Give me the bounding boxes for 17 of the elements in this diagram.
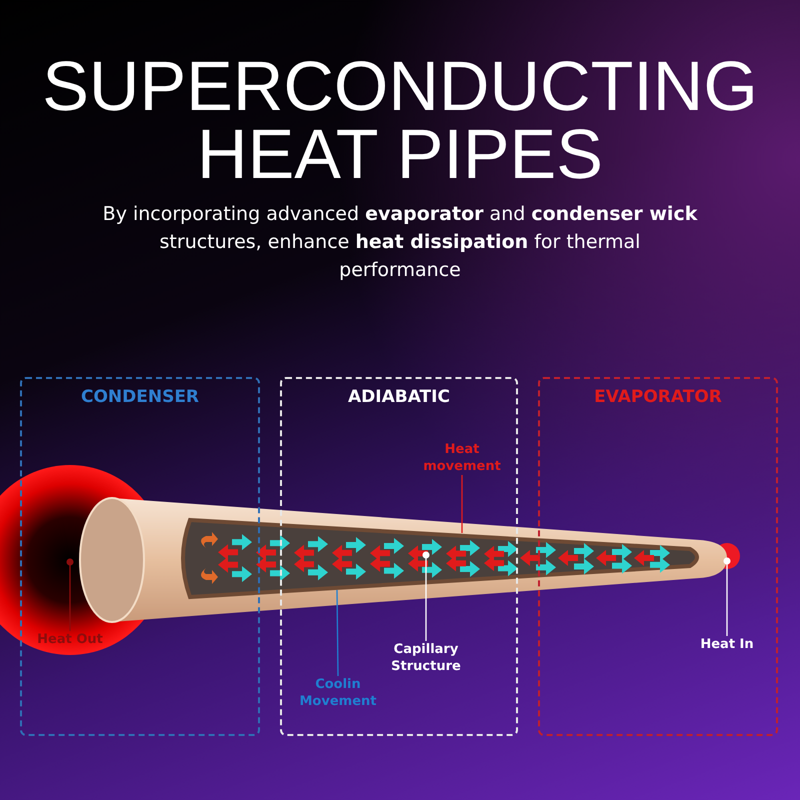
callout-label: Capillary Structure [378, 641, 474, 675]
subtitle: By incorporating advanced evaporator and condenser wick structures, enhance heat dissipation for thermal performance [102, 202, 698, 283]
leader-line [461, 475, 463, 533]
callout-label: Heat In [692, 636, 762, 653]
title: SUPERCONDUCTING HEAT PIPES [41, 52, 759, 188]
leader-line [724, 558, 730, 636]
callout-label: Coolin Movement [292, 676, 384, 710]
zone-heading: EVAPORATOR [594, 387, 722, 407]
zone-box [20, 377, 260, 736]
zone-box [538, 377, 778, 736]
zone-heading: ADIABATIC [348, 387, 450, 407]
callout-label: Heat Out [30, 631, 110, 648]
zone-box [280, 377, 518, 736]
leader-line [422, 552, 430, 641]
callout-label: Heat movement [422, 441, 502, 475]
leader-line [336, 590, 339, 676]
zone-heading: CONDENSER [80, 387, 200, 407]
